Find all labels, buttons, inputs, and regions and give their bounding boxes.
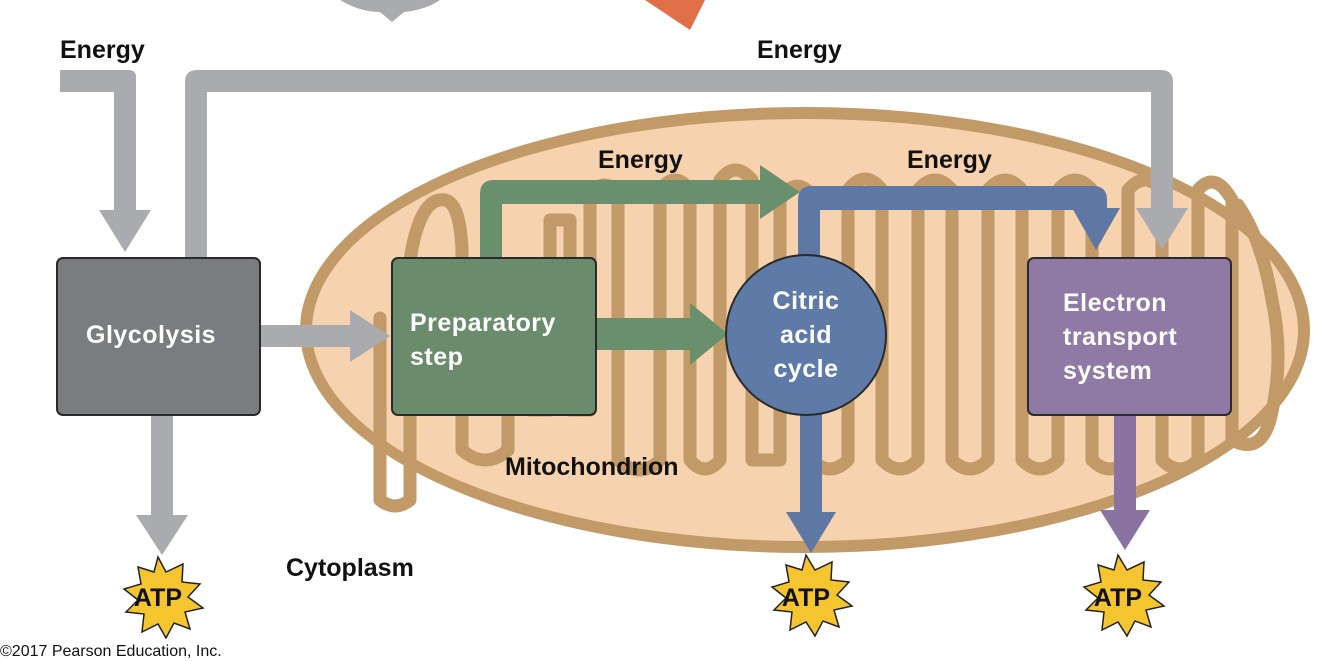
- preparatory-step-box: [391, 257, 597, 416]
- atp-label-citric: ATP: [781, 584, 831, 612]
- electron-transport-box: [1027, 257, 1232, 416]
- atp-label-electron: ATP: [1093, 584, 1143, 612]
- electron-transport-label: Electron transport system: [1063, 286, 1177, 388]
- citric-acid-cycle-circle: [725, 254, 887, 416]
- atp-starburst-citric: [770, 553, 854, 638]
- green-prep-to-citric-arrow: [596, 303, 728, 365]
- atp-starburst-glycolysis: [122, 554, 205, 640]
- energy-label-top-left: Energy: [60, 36, 145, 64]
- cytoplasm-label: Cytoplasm: [286, 554, 414, 582]
- gray-long-energy-arrow: [185, 70, 1188, 258]
- top-gray-shape: [340, 0, 440, 22]
- purple-electron-atp-arrow: [1100, 413, 1150, 550]
- atp-label-glycolysis: ATP: [133, 584, 183, 612]
- mitochondrion-label: Mitochondrion: [505, 453, 679, 481]
- preparatory-step-label: Preparatory step: [410, 306, 556, 374]
- energy-label-top-right: Energy: [757, 36, 842, 64]
- citric-line-3: cycle: [773, 355, 839, 383]
- atp-starburst-electron: [1082, 553, 1166, 638]
- gray-glycolysis-to-prep-arrow: [260, 310, 390, 362]
- glycolysis-label: Glycolysis: [86, 321, 217, 349]
- electron-line-1: Electron: [1063, 289, 1168, 317]
- glycolysis-box: [56, 257, 261, 416]
- gray-energy-in-arrow: [60, 70, 151, 252]
- citric-line-2: acid: [779, 321, 833, 349]
- citric-line-1: Citric: [772, 287, 840, 315]
- blue-citric-atp-arrow: [786, 395, 836, 553]
- top-orange-arrow: [645, 0, 705, 30]
- electron-line-2: transport: [1063, 323, 1178, 351]
- copyright-notice: ©2017 Pearson Education, Inc.: [0, 643, 222, 660]
- preparatory-line-2: step: [410, 343, 464, 371]
- electron-line-3: system: [1063, 357, 1153, 385]
- blue-energy-arrow: [798, 186, 1120, 275]
- energy-label-green: Energy: [598, 146, 683, 174]
- citric-acid-cycle-label: Citric acid cycle: [756, 284, 856, 386]
- green-energy-arrow: [480, 165, 800, 258]
- preparatory-line-1: Preparatory: [410, 309, 556, 337]
- energy-label-blue: Energy: [907, 146, 992, 174]
- gray-glycolysis-atp-arrow: [136, 415, 188, 555]
